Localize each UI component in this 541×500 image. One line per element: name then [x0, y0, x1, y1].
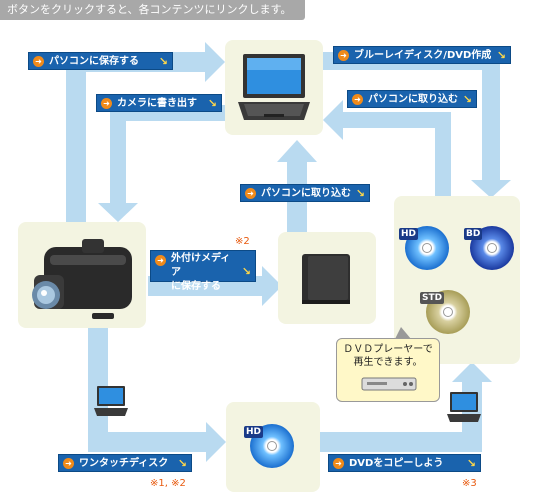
arrow-right-icon: ➜ [155, 255, 166, 266]
pc-node [225, 40, 323, 135]
import-to-pc-mid-button[interactable]: ➜ パソコンに取り込む ↘ [240, 184, 370, 202]
note-1-2: ※1, ※2 [150, 478, 186, 489]
std-disc-icon[interactable]: STD [420, 290, 470, 334]
hd-disc-bottom-icon[interactable]: HD [244, 424, 294, 468]
arrow-discs-to-pc [343, 112, 451, 128]
instruction-banner: ボタンをクリックすると、各コンテンツにリンクします。 [0, 0, 305, 20]
arrow-to-pc-head [205, 42, 225, 82]
chevron-down-right-icon: ↘ [496, 49, 506, 62]
one-touch-disc-button[interactable]: ➜ ワンタッチディスク ↘ [58, 454, 192, 472]
chevron-down-right-icon: ↘ [355, 187, 365, 200]
arrow-right-icon: ➜ [33, 56, 44, 67]
arrow-right-icon: ➜ [352, 94, 363, 105]
bluray-dvd-button[interactable]: ➜ ブルーレイディスク/DVD作成 ↘ [333, 46, 511, 64]
chevron-down-right-icon: ↘ [207, 97, 217, 110]
camcorder-icon[interactable] [22, 225, 142, 325]
external-media-node [278, 232, 376, 324]
discs-node [394, 196, 520, 364]
arrow-right-icon: ➜ [245, 188, 256, 199]
chevron-down-right-icon: ↘ [241, 265, 251, 278]
external-media-line-2: に保存する [171, 281, 221, 292]
note-2: ※2 [235, 236, 250, 247]
callout-line-1: ＤＶＤプレーヤーで [343, 344, 433, 355]
external-drive-icon[interactable] [296, 248, 356, 308]
arrow-camera-up [66, 62, 86, 222]
camera-node [18, 222, 146, 328]
copy-dvd-button[interactable]: ➜ DVDをコピーしよう ↘ [328, 454, 481, 472]
chevron-down-right-icon: ↘ [462, 93, 472, 106]
external-media-button[interactable]: ➜ 外付けメディア に保存する ↘ [150, 250, 256, 292]
save-to-pc-button[interactable]: ➜ パソコンに保存する ↘ [28, 52, 173, 70]
chevron-down-right-icon: ↘ [466, 457, 476, 470]
arrow-right-icon: ➜ [63, 458, 74, 469]
laptop-icon[interactable] [234, 48, 314, 128]
dvd-player-callout: ＤＶＤプレーヤーで 再生できます。 [336, 327, 440, 402]
arrow-right-icon: ➜ [101, 98, 112, 109]
import-to-pc-top-button[interactable]: ➜ パソコンに取り込む ↘ [347, 90, 477, 108]
callout-line-2: 再生できます。 [353, 357, 423, 368]
chevron-down-right-icon: ↘ [158, 55, 168, 68]
bd-disc-icon[interactable]: BD [464, 226, 514, 270]
chevron-down-right-icon: ↘ [177, 457, 187, 470]
note-3: ※3 [462, 478, 477, 489]
dvd-player-icon [361, 377, 417, 391]
small-laptop-left-icon [94, 386, 128, 416]
hd-disc-icon[interactable]: HD [399, 226, 449, 270]
write-to-camera-button[interactable]: ➜ カメラに書き出す ↘ [96, 94, 222, 112]
arrow-right-icon: ➜ [333, 458, 344, 469]
arrow-hd-to-player [320, 432, 482, 452]
arrow-right-icon: ➜ [338, 50, 349, 61]
small-laptop-right-icon [447, 392, 481, 422]
external-media-line-1: 外付けメディア [171, 253, 231, 278]
